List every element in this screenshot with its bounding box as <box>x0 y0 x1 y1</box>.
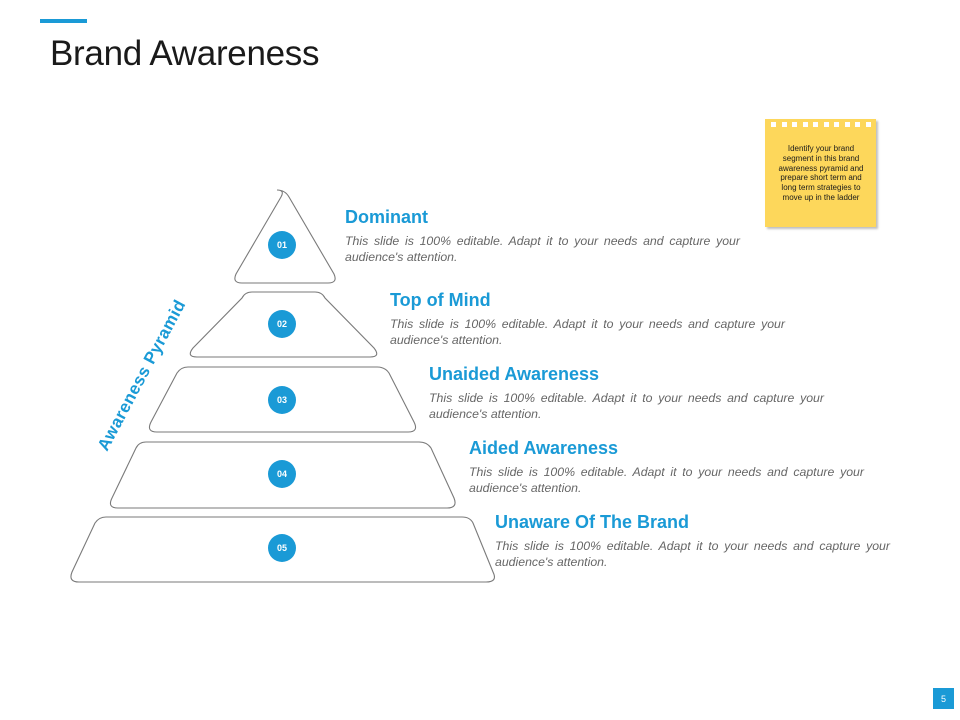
sticky-note-text: Identify your brand segment in this bran… <box>778 144 864 202</box>
title-accent-bar <box>40 19 87 23</box>
sticky-note: Identify your brand segment in this bran… <box>765 119 876 227</box>
tier-description-2: This slide is 100% editable. Adapt it to… <box>390 317 785 347</box>
tier-number-5: 05 <box>277 543 287 553</box>
tier-description-5: This slide is 100% editable. Adapt it to… <box>495 539 890 569</box>
tier-badge-5: 05 <box>268 534 296 562</box>
tier-item-5: Unaware Of The Brand This slide is 100% … <box>495 512 895 570</box>
tier-badge-1: 01 <box>268 231 296 259</box>
sticky-note-perforation <box>771 122 871 128</box>
tier-item-3: Unaided Awareness This slide is 100% edi… <box>429 364 829 422</box>
tier-title-4: Aided Awareness <box>469 438 619 458</box>
tier-item-2: Top of Mind This slide is 100% editable.… <box>390 290 790 348</box>
tier-item-4: Aided Awareness This slide is 100% edita… <box>469 438 869 496</box>
tier-badge-2: 02 <box>268 310 296 338</box>
slide-title: Brand Awareness <box>50 34 320 73</box>
tier-item-1: Dominant This slide is 100% editable. Ad… <box>345 207 745 265</box>
tier-number-1: 01 <box>277 240 287 250</box>
tier-title-5: Unaware Of The Brand <box>495 512 690 532</box>
tier-number-4: 04 <box>277 469 287 479</box>
tier-title-2: Top of Mind <box>390 290 491 310</box>
tier-title-1: Dominant <box>345 207 428 227</box>
page-number: 5 <box>933 688 954 709</box>
tier-description-4: This slide is 100% editable. Adapt it to… <box>469 465 864 495</box>
tier-number-3: 03 <box>277 395 287 405</box>
tier-description-3: This slide is 100% editable. Adapt it to… <box>429 391 824 421</box>
tier-badge-3: 03 <box>268 386 296 414</box>
tier-number-2: 02 <box>277 319 287 329</box>
tier-title-3: Unaided Awareness <box>429 364 600 384</box>
tier-description-1: This slide is 100% editable. Adapt it to… <box>345 234 740 264</box>
tier-badge-4: 04 <box>268 460 296 488</box>
